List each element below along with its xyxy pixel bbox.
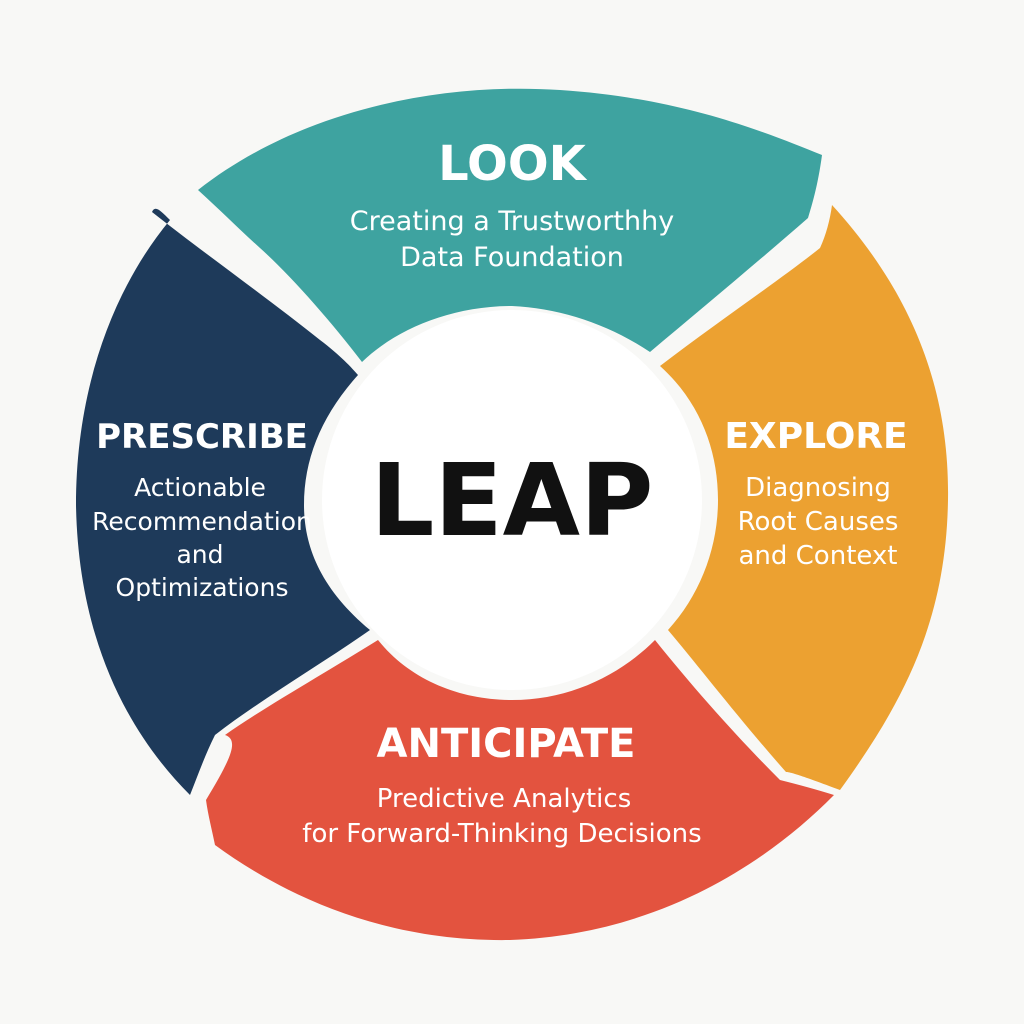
look-title: LOOK [438,136,587,192]
segment-prescribe [76,208,370,795]
explore-desc-line-1: Diagnosing [745,473,891,503]
segment-look [198,88,822,362]
anticipate-desc-line-2: for Forward-Thinking Decisions [302,819,701,849]
look-desc-line-1: Creating a Trustworthhy [350,206,674,237]
prescribe-title: PRESCRIBE [96,417,308,457]
prescribe-desc-line-1: Actionable [134,473,266,502]
prescribe-desc-line-2: Recommendation [92,507,312,536]
center-circle [322,310,702,690]
look-desc-line-2: Data Foundation [400,242,624,273]
explore-title: EXPLORE [724,416,907,457]
explore-desc-line-3: and Context [738,541,897,571]
center-label: LEAP [371,442,654,559]
anticipate-title: ANTICIPATE [377,721,636,767]
explore-desc-line-2: Root Causes [738,507,899,537]
segment-anticipate [206,640,834,941]
prescribe-desc-line-3: and [176,540,223,569]
prescribe-desc-line-4: Optimizations [116,573,289,602]
anticipate-desc-line-1: Predictive Analytics [377,784,632,814]
segment-explore [660,205,949,790]
